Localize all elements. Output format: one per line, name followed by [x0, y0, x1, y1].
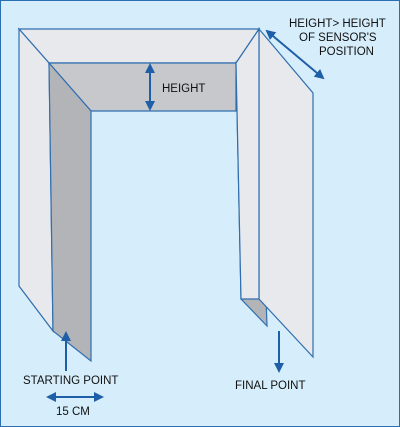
- height-condition-arrow: [265, 29, 325, 80]
- height-condition-label-line1: HEIGHT> HEIGHT: [289, 18, 386, 30]
- width-label: 15 CM: [56, 406, 90, 418]
- height-condition-label-line2: OF SENSOR'S: [299, 32, 377, 44]
- final-point-label: FINAL POINT: [235, 380, 306, 392]
- right-front-strip: [235, 27, 260, 300]
- top-bar-front-face: [17, 28, 261, 64]
- left-inner-panel: [48, 61, 92, 363]
- left-outer-panel: [18, 27, 54, 333]
- height-label: HEIGHT: [162, 83, 205, 95]
- height-condition-label-line3: POSITION: [319, 46, 374, 58]
- starting-point-label: STARTING POINT: [23, 375, 118, 387]
- right-outer-panel: [258, 27, 314, 359]
